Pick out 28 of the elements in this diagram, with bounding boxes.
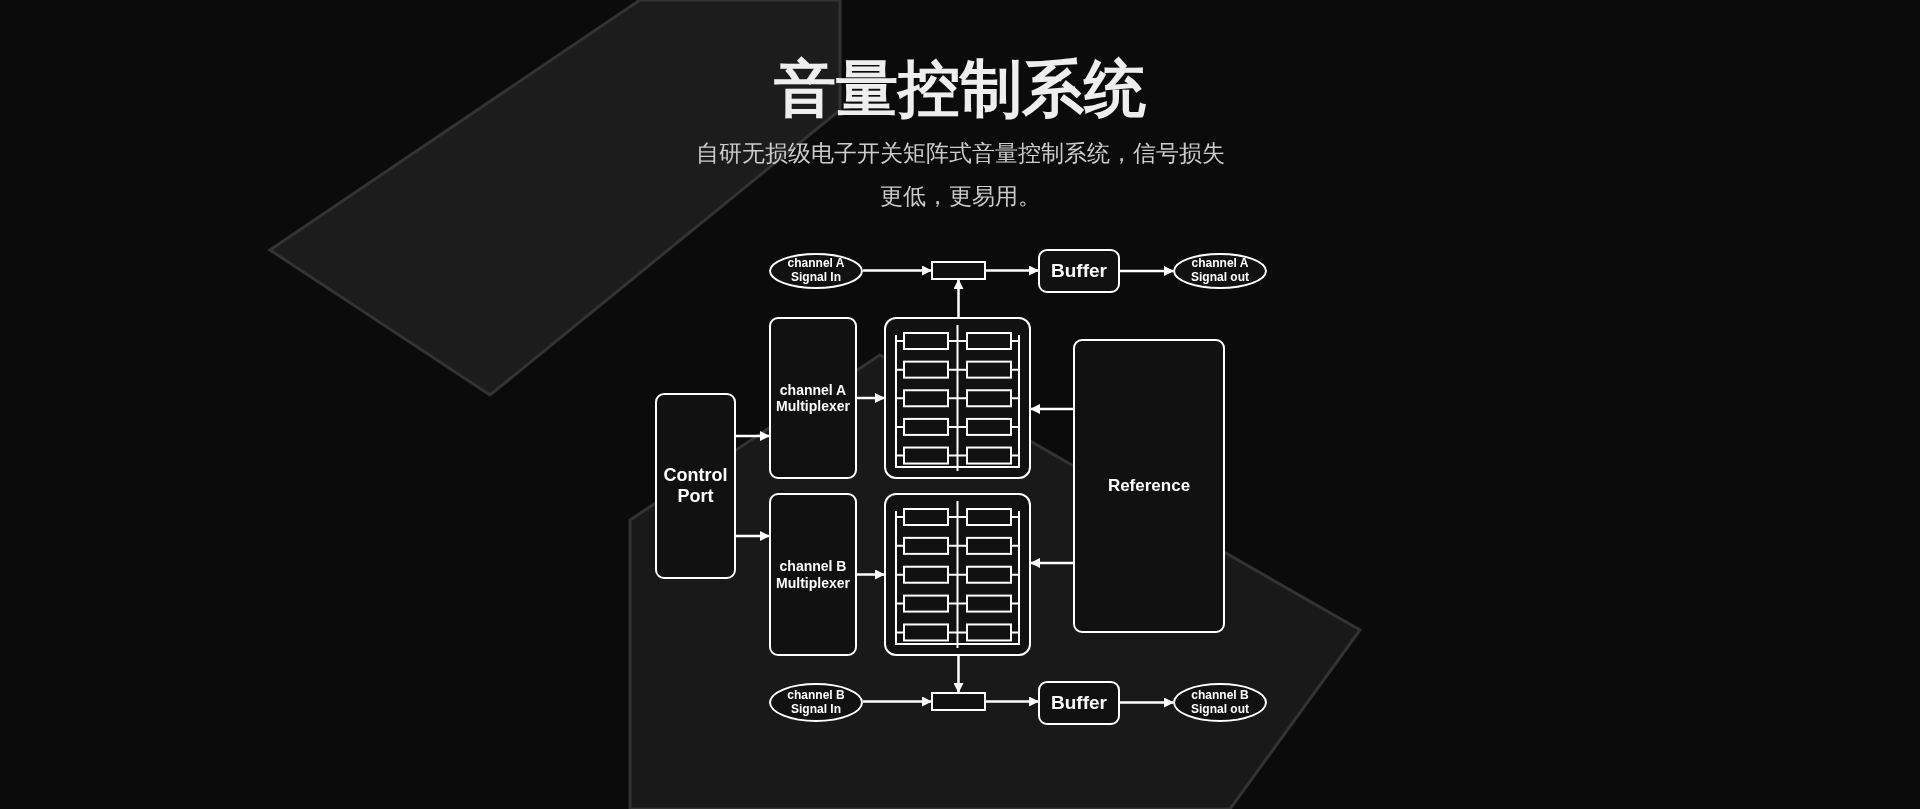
subtitle-text: 自研无损级电子开关矩阵式音量控制系统，信号损失更低，更易用。: [694, 139, 1226, 211]
title: 音量控制系统: [773, 52, 1147, 127]
arrow: [736, 531, 770, 541]
arrow: [1030, 558, 1073, 568]
signal-ellipse: channel A Signal In: [769, 253, 863, 289]
signal-ellipse: channel A Signal out: [1173, 253, 1267, 289]
block-box: Buffer: [1038, 681, 1120, 725]
resistor-matrix-box: [884, 493, 1031, 656]
arrow: [986, 265, 1039, 276]
arrow: [863, 696, 932, 707]
arrow: [857, 569, 885, 580]
arrow: [986, 696, 1039, 707]
block-box: Buffer: [1038, 249, 1120, 293]
resistor-box: [931, 692, 986, 711]
arrow: [857, 393, 885, 403]
block-box: Control Port: [655, 393, 736, 579]
block-box: channel A Multiplexer: [769, 317, 857, 479]
arrow: [1120, 697, 1174, 708]
block-box: Reference: [1073, 339, 1225, 633]
arrow: [736, 431, 770, 441]
arrow: [1030, 404, 1073, 414]
resistor-matrix-box: [884, 317, 1031, 479]
arrow: [953, 656, 964, 693]
resistor-box: [931, 261, 986, 280]
arrow: [953, 279, 964, 317]
block-box: channel B Multiplexer: [769, 493, 857, 656]
arrow: [863, 265, 932, 276]
arrow: [1120, 266, 1174, 276]
